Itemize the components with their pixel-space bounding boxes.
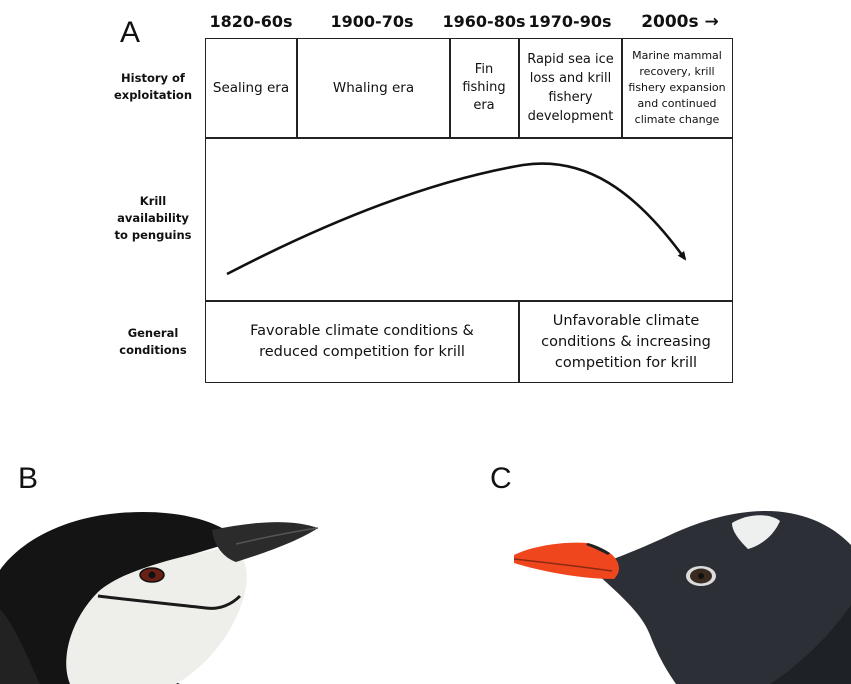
era-header-3: 1960-80s xyxy=(442,12,526,31)
era-header-2: 1900-70s xyxy=(330,12,414,31)
row-label-general: General conditions xyxy=(119,326,187,357)
trend-arrow xyxy=(226,162,687,276)
panel-c-letter: C xyxy=(490,462,512,495)
row-label-krill: Krill availability to penguins xyxy=(114,194,192,242)
era-header-5: 2000s → xyxy=(641,12,719,32)
gentoo-penguin-photo xyxy=(513,511,851,684)
history-cell-recovery: Marine mammal recovery, krill fishery ex… xyxy=(628,49,726,126)
general-cell-favorable: Favorable climate conditions & reduced c… xyxy=(250,323,474,360)
krill-availability-curve xyxy=(226,162,687,276)
panel-b-letter: B xyxy=(18,462,39,495)
col-divider-1 xyxy=(296,38,298,138)
row-label-history: History of exploitation xyxy=(113,71,193,102)
col-divider-2 xyxy=(449,38,451,138)
era-header-1: 1820-60s xyxy=(209,12,293,31)
row-divider-1 xyxy=(205,137,733,139)
history-cell-sea-ice: Rapid sea ice loss and krill fishery dev… xyxy=(527,52,614,124)
row-divider-2 xyxy=(205,300,733,302)
general-cell-unfavorable: Unfavorable climate conditions & increas… xyxy=(541,312,711,371)
era-header-4: 1970-90s xyxy=(528,12,612,31)
col-divider-4 xyxy=(621,38,623,138)
history-cell-sealing: Sealing era xyxy=(212,80,290,96)
col-divider-general xyxy=(518,300,520,383)
exploitation-table xyxy=(205,38,733,383)
panel-a-letter: A xyxy=(120,16,141,49)
history-cell-fin-fishing: Fin fishing era xyxy=(462,62,506,113)
chinstrap-penguin-photo xyxy=(0,511,319,684)
history-cell-whaling: Whaling era xyxy=(332,80,415,96)
col-divider-3 xyxy=(518,38,520,138)
